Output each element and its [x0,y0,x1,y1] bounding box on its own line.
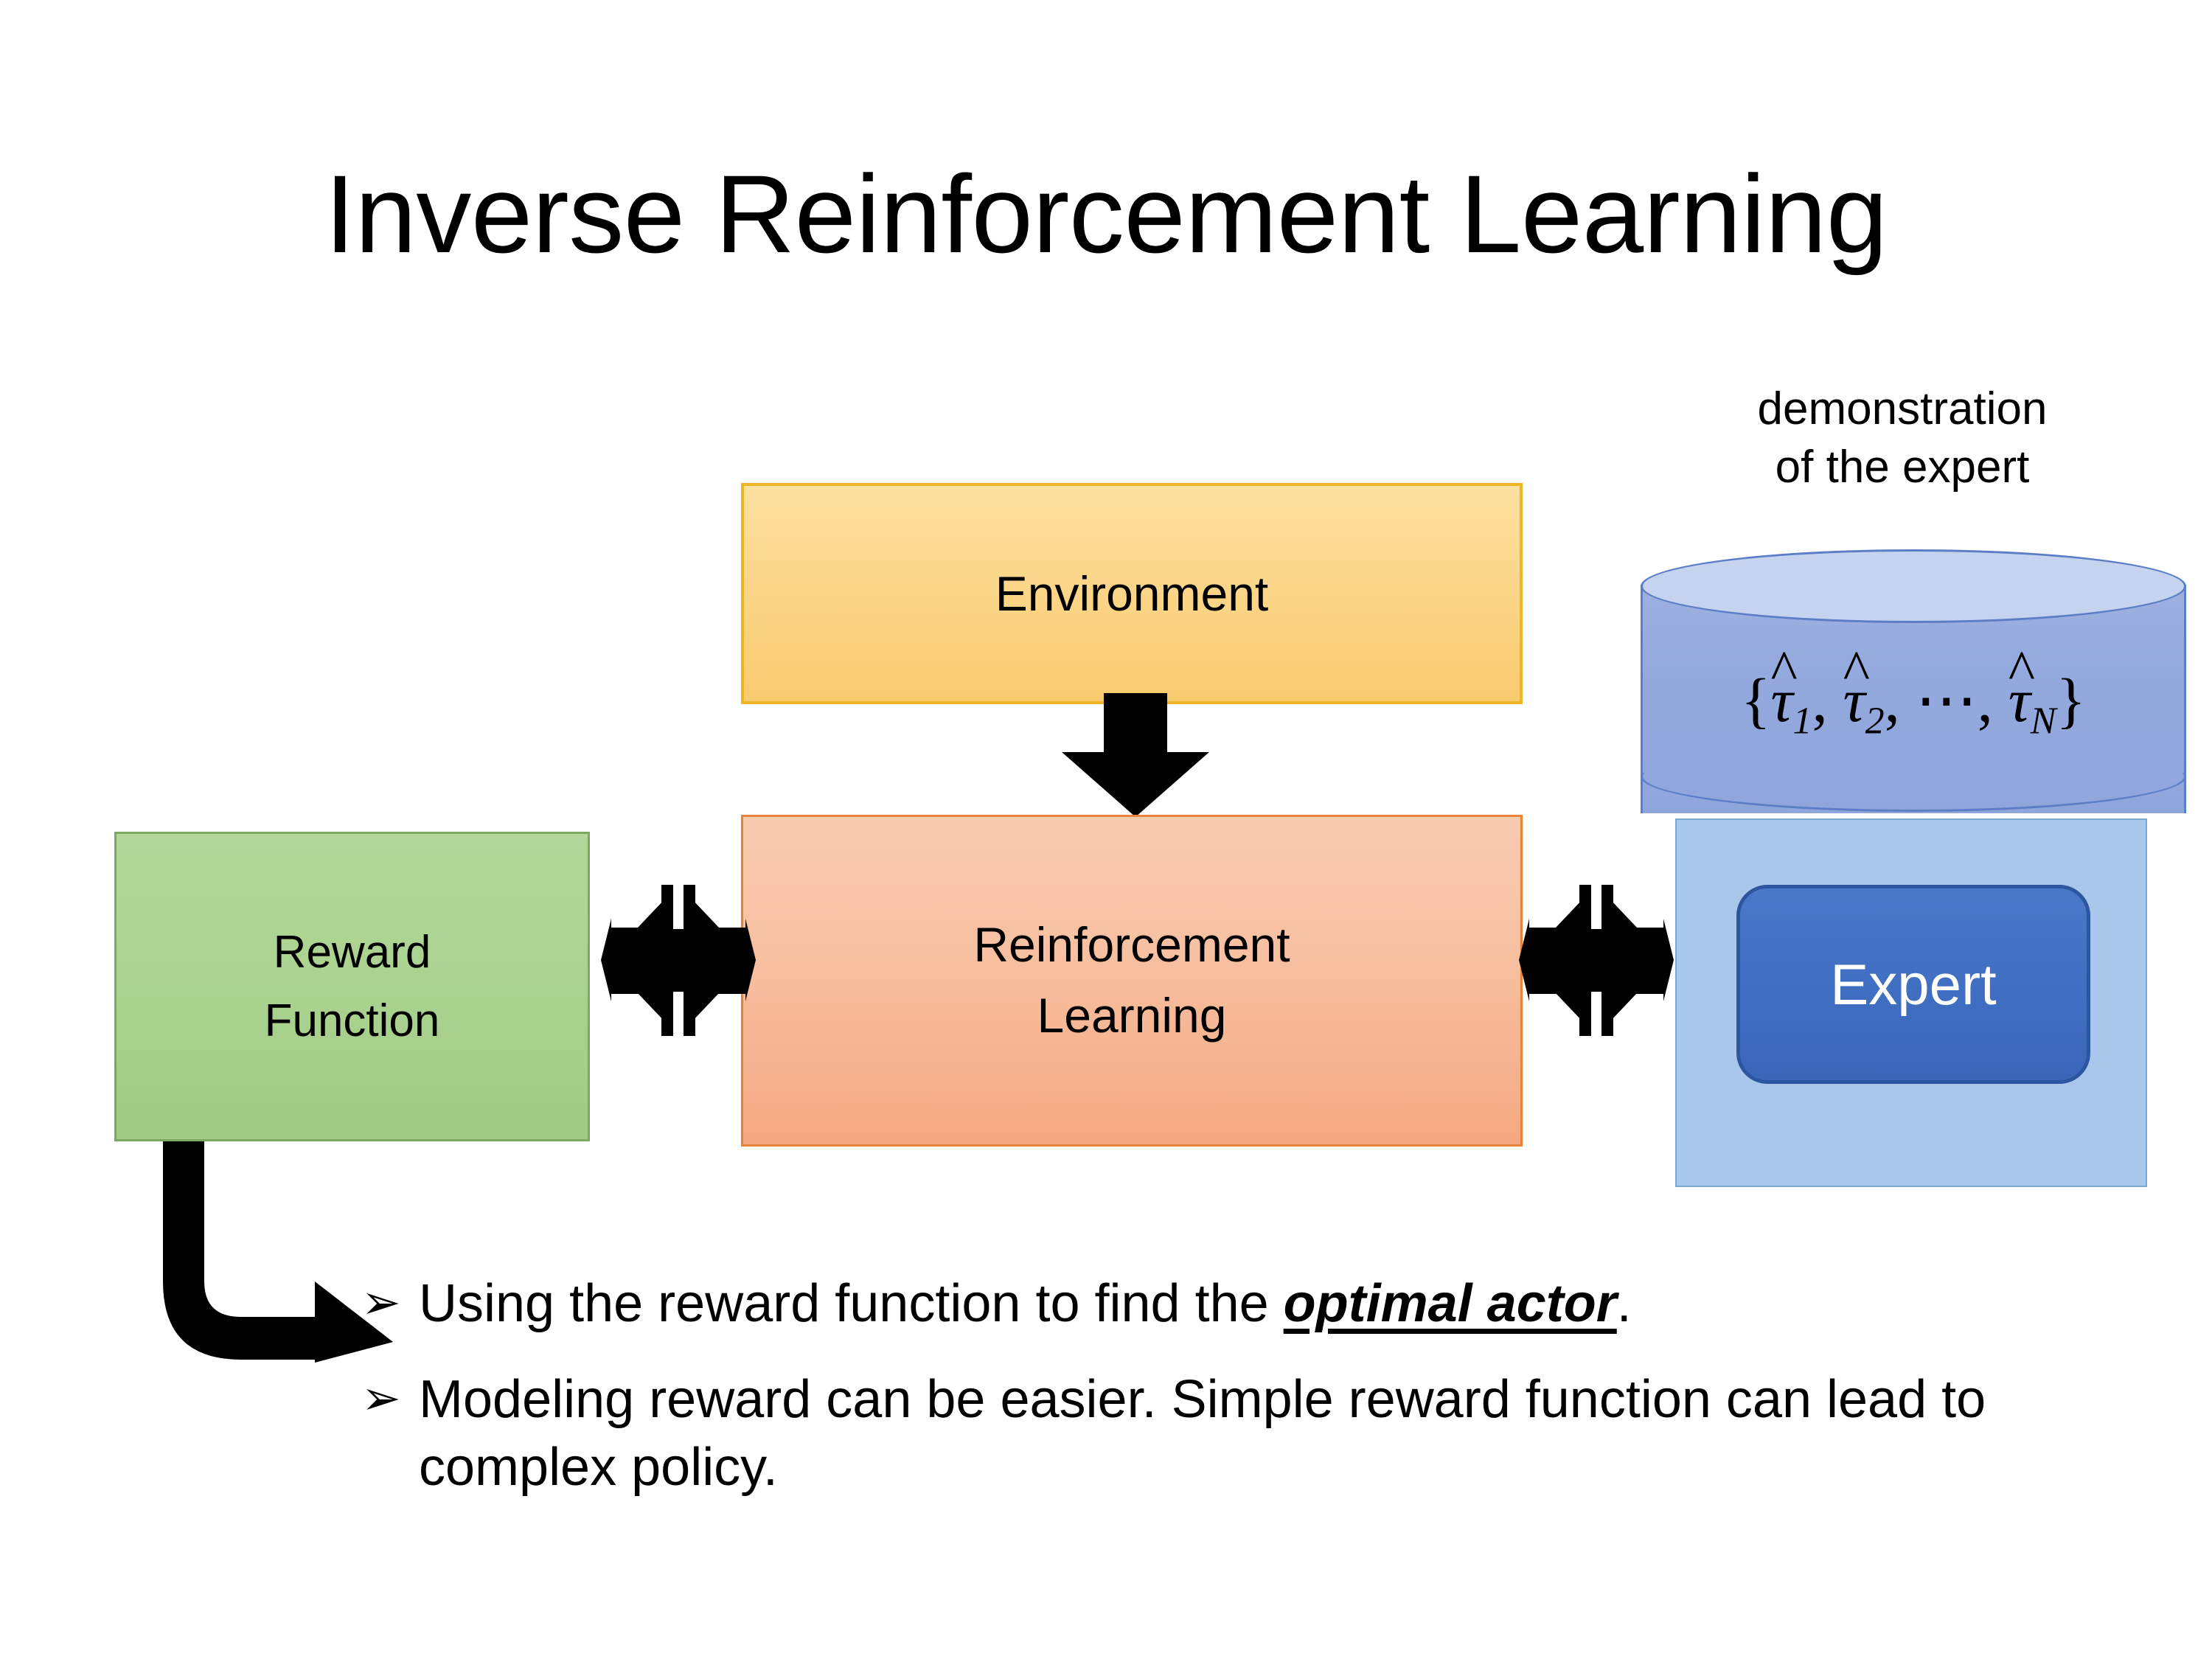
reward-function-box-label: Reward Function [265,918,440,1055]
hat-accent-2: ^ [1843,639,1870,703]
formula-sub-n: N [2030,700,2056,742]
bullet-arrow-icon: ➢ [361,1276,401,1329]
list-item: ➢ Modeling reward can be easier. Simple … [361,1366,2131,1501]
environment-box-label: Environment [995,566,1269,621]
demonstration-caption: demonstration of the expert [1644,380,2160,497]
formula-tau-2: ^τ [1843,641,1870,737]
demonstration-caption-line1: demonstration [1757,383,2048,434]
bullet-2-prefix: Modeling reward can be easier. Simple re… [419,1370,1986,1498]
trajectory-database-cylinder[interactable]: {^τ1, ^τ2, ⋯, ^τN} [1641,549,2186,848]
bullet-1-prefix: Using the reward function to find the [419,1274,1284,1333]
formula-tau-n: ^τ [2008,641,2035,737]
rl-label-line2: Learning [1037,988,1227,1043]
formula-close-brace: } [2056,667,2086,735]
formula-comma-1: , [1812,667,1828,735]
demonstration-caption-line2: of the expert [1775,442,2030,493]
environment-box[interactable]: Environment [741,483,1523,704]
tau-glyph-2: τ [1843,667,1865,735]
reward-function-box[interactable]: Reward Function [114,832,590,1141]
quad-arrow-icon-reward-rl [601,885,756,1036]
reinforcement-learning-box-label: Reinforcement Learning [973,910,1290,1051]
bullet-arrow-icon: ➢ [361,1371,401,1425]
reward-label-line2: Function [264,995,440,1046]
bullet-1-suffix: . [1616,1274,1632,1333]
formula-comma-3: , [1977,667,1993,735]
formula-sub-2: 2 [1865,700,1885,742]
hat-accent-1: ^ [1770,639,1798,703]
bullet-1-emphasis: optimal actor [1283,1274,1617,1333]
expert-box[interactable]: Expert [1736,885,2090,1084]
quad-arrow-icon-rl-expert [1519,885,1674,1036]
formula-tau-1: ^τ [1770,641,1797,737]
expert-box-label: Expert [1830,951,1997,1017]
formula-sub-1: 1 [1792,700,1812,742]
formula-comma-2: , [1884,667,1900,735]
tau-glyph-1: τ [1770,667,1793,735]
bullet-list: ➢ Using the reward function to find the … [361,1270,2131,1529]
elbow-arrow-icon [159,1141,402,1366]
tau-glyph-n: τ [2008,667,2031,735]
formula-open-brace: { [1741,667,1771,735]
list-item: ➢ Using the reward function to find the … [361,1270,2131,1338]
formula-ellipsis: ⋯ [1915,667,1978,735]
trajectory-set-formula: {^τ1, ^τ2, ⋯, ^τN} [1641,641,2186,743]
rl-label-line1: Reinforcement [973,917,1290,973]
page-title: Inverse Reinforcement Learning [324,152,1888,276]
reward-label-line1: Reward [273,927,431,978]
reinforcement-learning-box[interactable]: Reinforcement Learning [741,815,1523,1147]
hat-accent-n: ^ [2008,639,2035,703]
down-arrow-icon [1058,693,1213,818]
bullet-text-2: Modeling reward can be easier. Simple re… [419,1366,2131,1501]
bullet-text-1: Using the reward function to find the op… [419,1270,2131,1338]
cylinder-top-ellipse [1641,549,2186,623]
